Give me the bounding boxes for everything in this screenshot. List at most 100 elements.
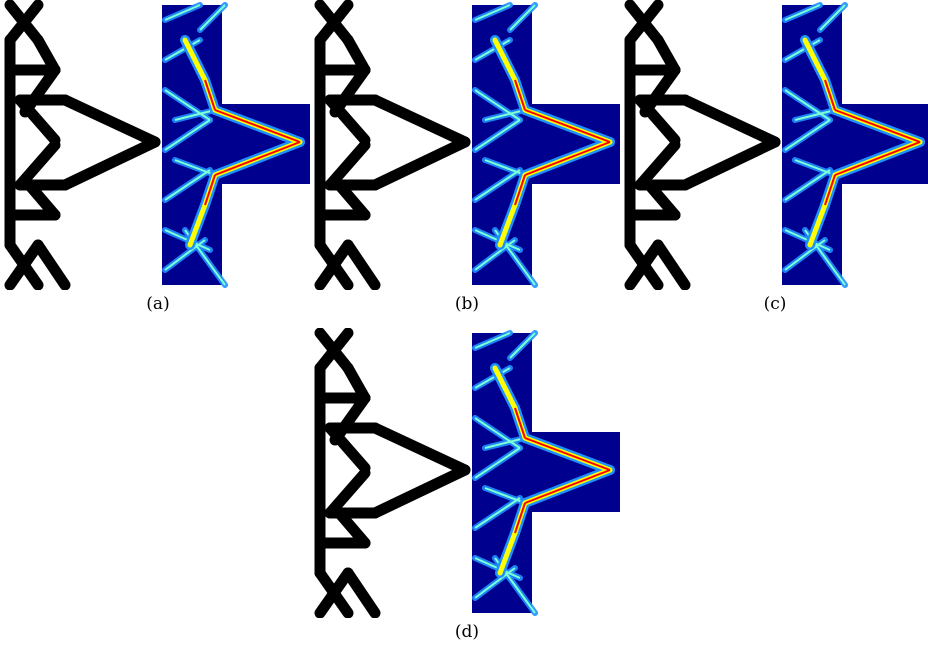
structure-member [324, 422, 371, 474]
field-ridge-yellow [802, 37, 828, 83]
field-ridge-mid [509, 4, 536, 31]
structure-member [14, 94, 61, 146]
field-ridge-mid [484, 159, 526, 176]
structure-member [314, 567, 354, 618]
field-ridge-mid [164, 89, 211, 121]
structure-member [4, 239, 44, 290]
structure-member [369, 94, 471, 148]
structure-member [19, 174, 61, 221]
field-ridge-mid [164, 169, 211, 201]
field-ridge-yellow [187, 202, 208, 248]
field-ridge-mid [484, 109, 526, 121]
caption-a: (a) [146, 294, 170, 314]
field-ridge-peak [514, 174, 526, 206]
structure-member [314, 239, 354, 290]
field-ridge-mid [474, 89, 521, 121]
field-ridge-mid [164, 239, 206, 271]
structure-member [652, 239, 691, 290]
field-ridge-peak [514, 79, 526, 111]
field-ridge-peak [824, 174, 836, 206]
field-ridge-yellow [807, 202, 828, 248]
panel-a-graphic [4, 0, 310, 290]
panel-a [0, 0, 310, 290]
structure-member [369, 136, 471, 191]
structure-member [639, 174, 681, 221]
field-ridge-peak [524, 109, 611, 143]
field-ridge-peak [834, 109, 921, 143]
structure-member [369, 464, 471, 519]
structure-member [624, 0, 664, 46]
field-ridge-mid [484, 487, 526, 504]
field-ridge-mid [164, 39, 201, 61]
structure-member [4, 0, 44, 46]
field-ridge-mid [474, 39, 511, 61]
field-ridge-mid [819, 4, 846, 31]
field-ridge-mid [474, 4, 511, 21]
field-ridge-mid [164, 4, 201, 21]
field-ridge-mid [784, 4, 821, 21]
structure-member [59, 94, 161, 148]
field-ridge-mid [794, 109, 836, 121]
field-ridge-mid [784, 119, 831, 151]
field-ridge-yellow [497, 530, 518, 576]
structure-member [342, 567, 381, 618]
field-ridge-mid [474, 119, 521, 151]
structure-member [59, 136, 161, 191]
field-ridge-mid [474, 567, 516, 599]
structure-member [329, 502, 371, 549]
field-ridge-yellow [492, 365, 518, 411]
field-ridge-mid [474, 447, 521, 479]
field-ridge-peak [524, 141, 611, 176]
field-ridge-mid [474, 169, 521, 201]
field-ridge-peak [524, 437, 611, 471]
panel-c [620, 0, 928, 290]
field-ridge-peak [214, 141, 301, 176]
field-ridge-yellow [182, 37, 208, 83]
field-ridge-mid [474, 417, 521, 449]
structure-member [634, 94, 681, 146]
field-ridge-mid [784, 169, 831, 201]
field-ridge-mid [509, 332, 536, 359]
field-ridge-peak [834, 141, 921, 176]
structure-member [679, 136, 781, 191]
field-ridge-mid [794, 159, 836, 176]
caption-c: (c) [763, 294, 787, 314]
field-ridge-peak [524, 469, 611, 504]
structure-member [314, 328, 354, 374]
structure-member [342, 239, 381, 290]
structure-member [369, 422, 471, 476]
field-ridge-mid [484, 437, 526, 449]
panel-d [310, 328, 620, 618]
field-ridge-mid [174, 109, 216, 121]
panel-c-graphic [624, 0, 928, 290]
structure-member [314, 0, 354, 46]
field-ridge-yellow [497, 202, 518, 248]
structure-member [624, 239, 664, 290]
field-ridge-mid [474, 332, 511, 349]
field-ridge-mid [474, 497, 521, 529]
field-ridge-mid [784, 39, 821, 61]
field-ridge-mid [784, 239, 826, 271]
panel-b-graphic [314, 0, 620, 290]
structure-member [329, 174, 371, 221]
caption-d: (d) [454, 622, 480, 642]
panel-b [310, 0, 620, 290]
field-ridge-mid [474, 239, 516, 271]
field-ridge-peak [204, 79, 216, 111]
field-ridge-peak [204, 174, 216, 206]
field-ridge-mid [199, 4, 226, 31]
caption-b: (b) [454, 294, 480, 314]
field-ridge-peak [214, 109, 301, 143]
field-ridge-peak [514, 502, 526, 534]
field-ridge-mid [784, 89, 831, 121]
field-ridge-peak [824, 79, 836, 111]
structure-member [679, 94, 781, 148]
structure-member [324, 94, 371, 146]
field-ridge-yellow [492, 37, 518, 83]
field-ridge-mid [174, 159, 216, 176]
panel-d-graphic [314, 328, 620, 618]
field-ridge-peak [514, 407, 526, 439]
structure-member [32, 239, 71, 290]
field-ridge-mid [474, 367, 511, 389]
field-ridge-mid [164, 119, 211, 151]
